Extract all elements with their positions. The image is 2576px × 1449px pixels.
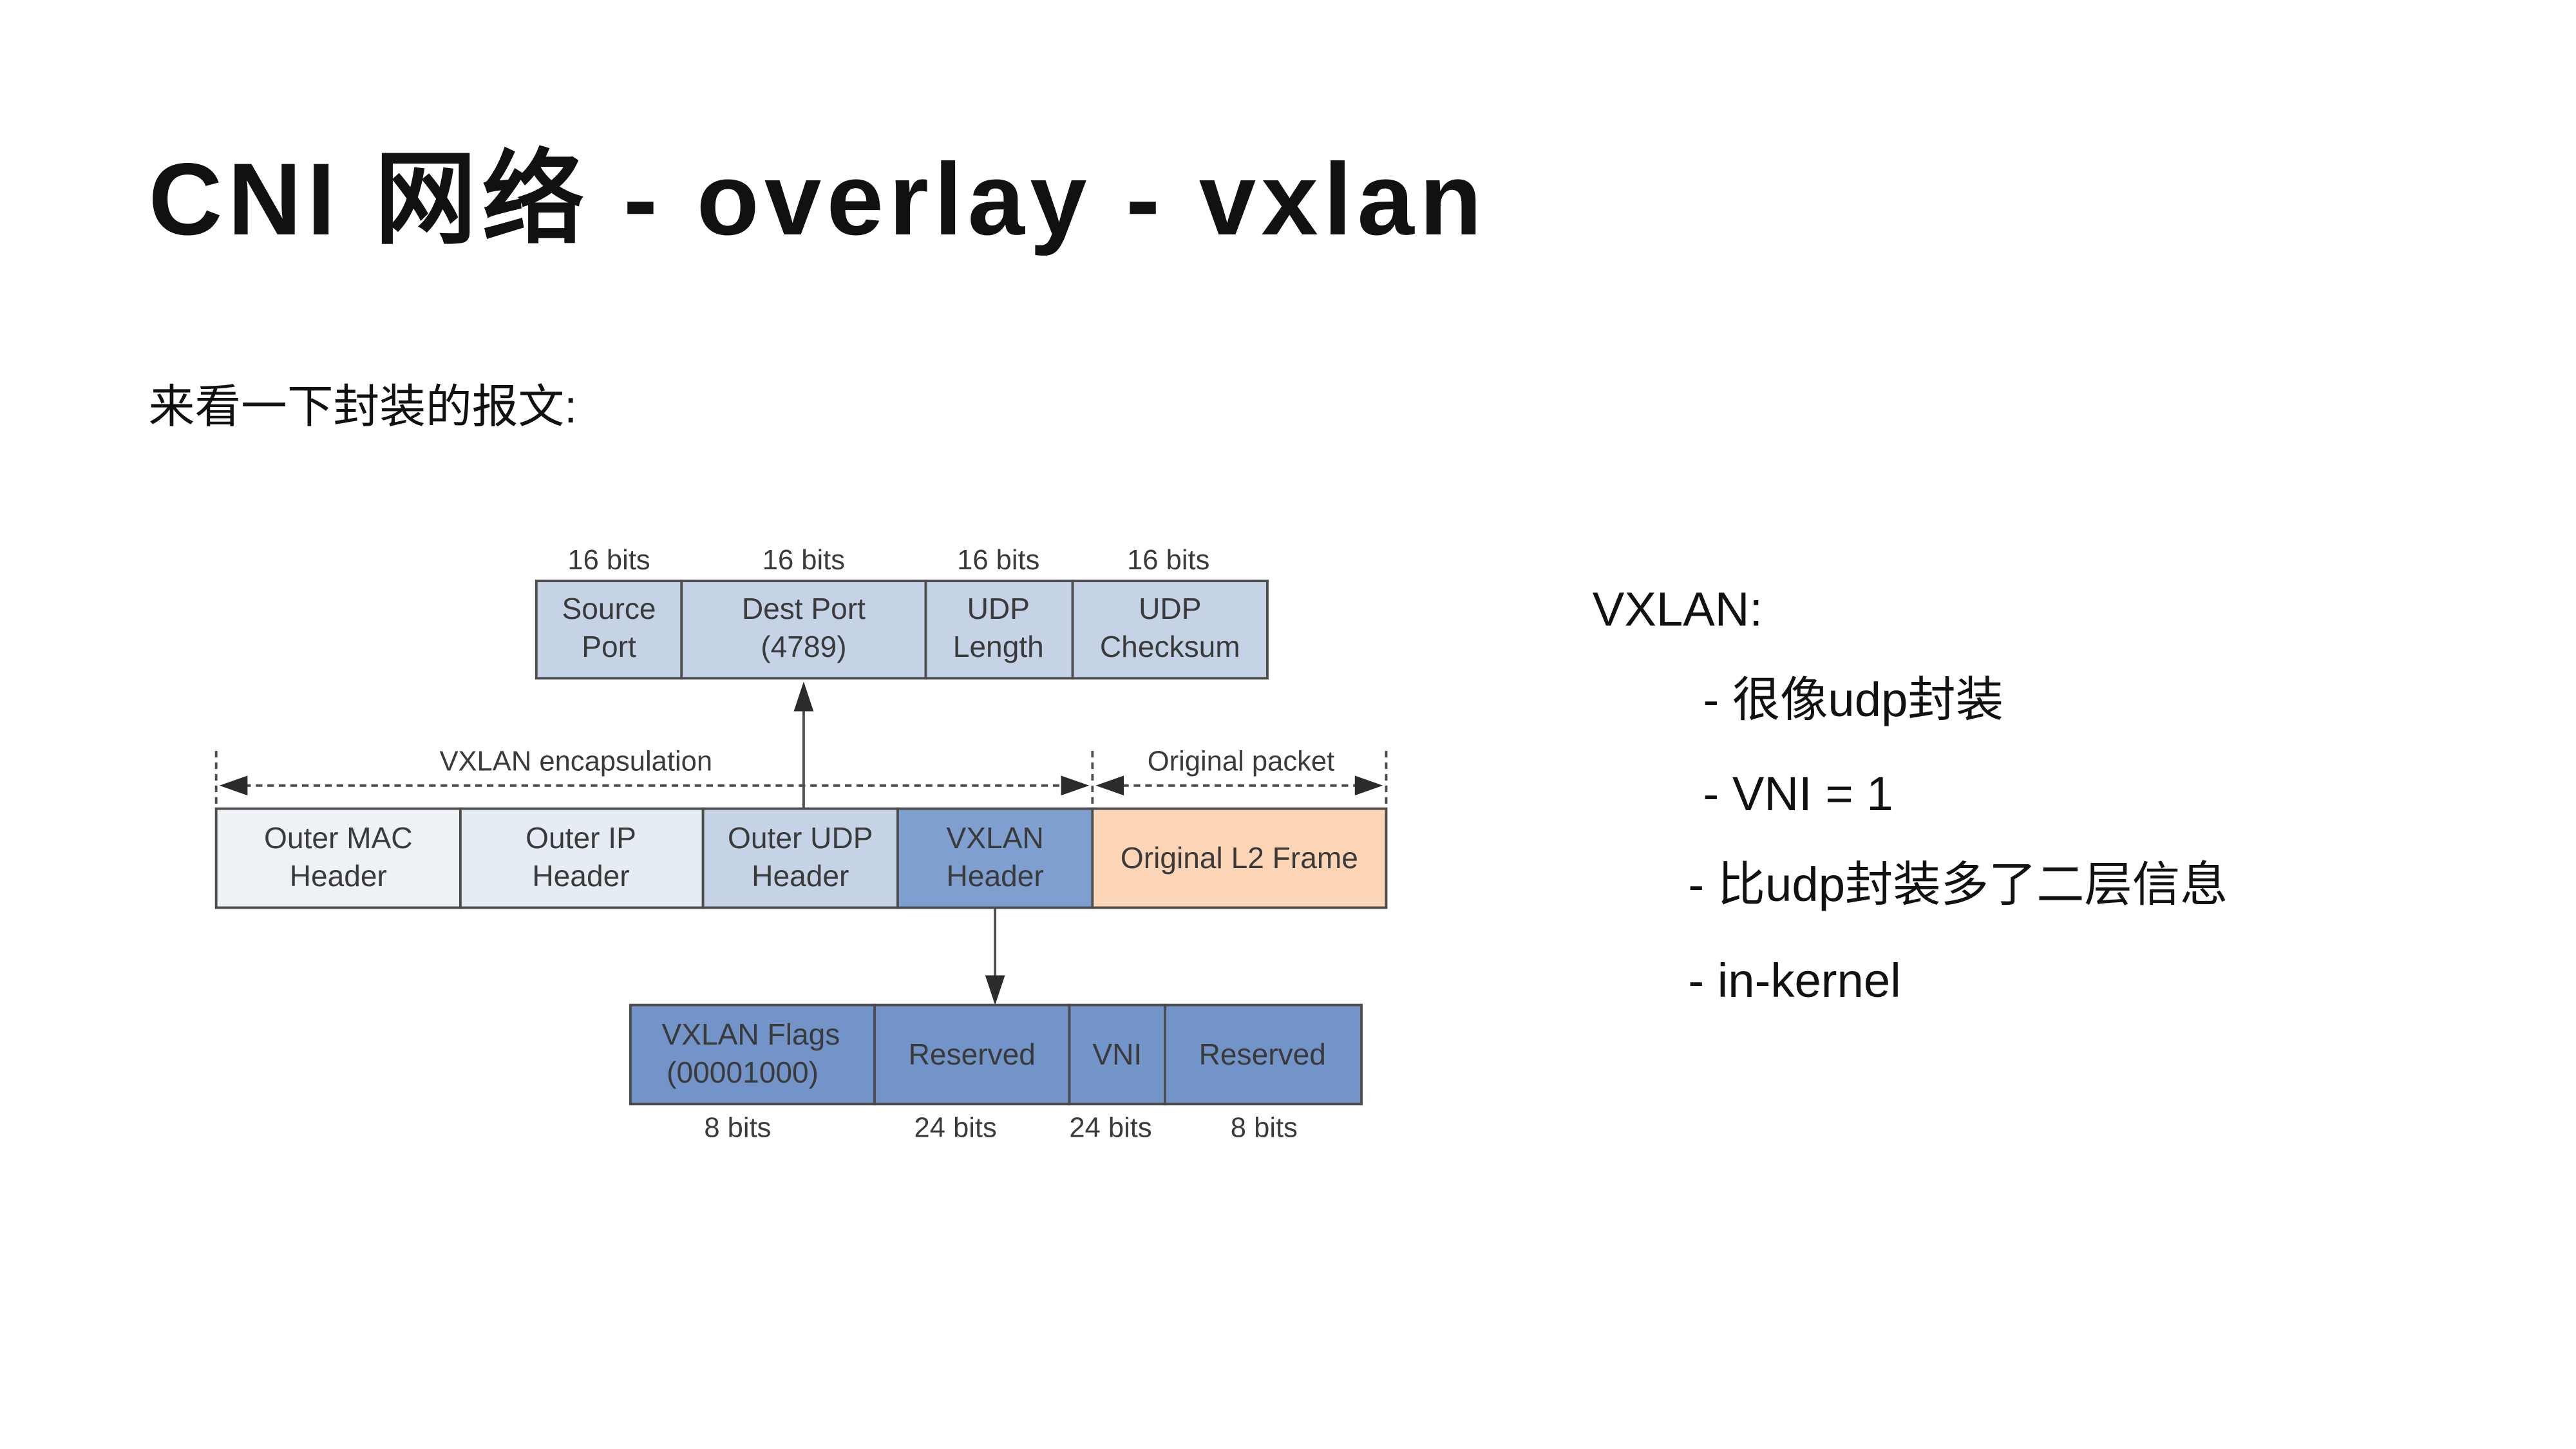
udp-field-label: UDP (967, 592, 1030, 625)
udp-header-bit-labels: 16 bits 16 bits 16 bits 16 bits (567, 545, 1209, 576)
encapsulation-label: VXLAN encapsulation (439, 746, 712, 777)
bits-label: 24 bits (1069, 1113, 1151, 1144)
frame-label: VXLAN (947, 821, 1044, 855)
frame-outer-udp-header: Outer UDP Header (701, 807, 899, 909)
vxlan-header-bit-labels: 8 bits 24 bits 24 bits 8 bits (704, 1113, 1298, 1144)
arrow-up-icon (793, 681, 814, 712)
frame-label: Header (532, 859, 629, 893)
udp-field-label: Dest Port (742, 592, 866, 625)
udp-field-label: Source (562, 592, 656, 625)
arrow-left-icon (219, 775, 248, 796)
udp-field-box (924, 580, 1074, 680)
vxlan-field-reserved-2: Reserved (1164, 1003, 1363, 1106)
bits-label: 16 bits (567, 545, 650, 576)
udp-field-length: UDP Length (924, 580, 1074, 680)
vxlan-field-label: (00001000) (667, 1056, 819, 1089)
bits-label: 16 bits (762, 545, 845, 576)
original-packet-label: Original packet (1148, 746, 1334, 777)
frame-box (1091, 807, 1388, 909)
bits-label: 16 bits (957, 545, 1039, 576)
note-item: - 很像udp封装 (1703, 673, 2003, 726)
frame-label: Header (752, 859, 849, 893)
vxlan-field-box (873, 1003, 1071, 1106)
frame-box (701, 807, 899, 909)
bits-label: 16 bits (1127, 545, 1209, 576)
udp-field-box (1071, 580, 1269, 680)
notes-heading: VXLAN: (1593, 582, 1763, 636)
udp-field-source-port: Source Port (535, 580, 683, 680)
frame-outer-mac-header: Outer MAC Header (214, 807, 462, 909)
frame-box (214, 807, 462, 909)
frame-box (459, 807, 705, 909)
note-item: - in-kernel (1688, 954, 1900, 1007)
udp-field-label: Length (953, 630, 1044, 663)
vxlan-field-vni: VNI (1068, 1003, 1167, 1106)
vxlan-header-row: VXLAN Flags (00001000) Reserved VNI Rese… (629, 1003, 1363, 1106)
arrow-down-icon (985, 975, 1005, 1005)
udp-expand-arrow (793, 681, 814, 809)
vxlan-packet-diagram: 16 bits 16 bits 16 bits 16 bits Source P… (214, 545, 1388, 1144)
span-markers: VXLAN encapsulation Original packet (214, 746, 1388, 809)
udp-header-row: Source Port Dest Port (4789) UDP Length … (535, 580, 1269, 680)
arrow-right-icon (1354, 775, 1383, 796)
udp-field-label: (4789) (761, 630, 846, 663)
vxlan-field-box (629, 1003, 876, 1106)
vxlan-notes: VXLAN: - 很像udp封装 - VNI = 1 - 比udp封装多了二层信… (1593, 582, 2228, 1007)
vxlan-field-label: VNI (1092, 1037, 1142, 1071)
bits-label: 8 bits (704, 1113, 771, 1144)
vxlan-field-flags: VXLAN Flags (00001000) (629, 1003, 876, 1106)
bits-label: 24 bits (914, 1113, 997, 1144)
frame-label: Original L2 Frame (1121, 841, 1358, 875)
udp-field-dest-port: Dest Port (4789) (680, 580, 927, 680)
frame-row: Outer MAC Header Outer IP Header Outer U… (214, 807, 1388, 909)
frame-vxlan-header: VXLAN Header (896, 807, 1094, 909)
arrow-right-icon (1061, 775, 1090, 796)
note-item: - VNI = 1 (1703, 767, 1893, 820)
arrow-left-icon (1095, 775, 1124, 796)
udp-field-label: Port (582, 630, 636, 663)
frame-label: Outer MAC (264, 821, 413, 855)
udp-field-checksum: UDP Checksum (1071, 580, 1269, 680)
frame-outer-ip-header: Outer IP Header (459, 807, 705, 909)
slide-subtitle: 来看一下封装的报文: (149, 381, 578, 433)
frame-box (896, 807, 1094, 909)
udp-field-box (535, 580, 683, 680)
note-item: - 比udp封装多了二层信息 (1688, 858, 2228, 911)
frame-label: Header (290, 859, 387, 893)
vxlan-field-box (1164, 1003, 1363, 1106)
bits-label: 8 bits (1231, 1113, 1298, 1144)
vxlan-field-label: VXLAN Flags (662, 1018, 840, 1051)
frame-label: Outer IP (526, 821, 636, 855)
frame-original-l2-frame: Original L2 Frame (1091, 807, 1388, 909)
udp-field-label: Checksum (1100, 630, 1240, 663)
frame-label: Outer UDP (728, 821, 873, 855)
slide-title: CNI 网络 - overlay - vxlan (149, 142, 1482, 256)
frame-label: Header (947, 859, 1044, 893)
vxlan-field-reserved-1: Reserved (873, 1003, 1071, 1106)
vxlan-field-label: Reserved (909, 1037, 1036, 1071)
vxlan-field-label: Reserved (1199, 1037, 1326, 1071)
udp-field-label: UDP (1139, 592, 1201, 625)
vxlan-expand-arrow (985, 907, 1005, 1005)
